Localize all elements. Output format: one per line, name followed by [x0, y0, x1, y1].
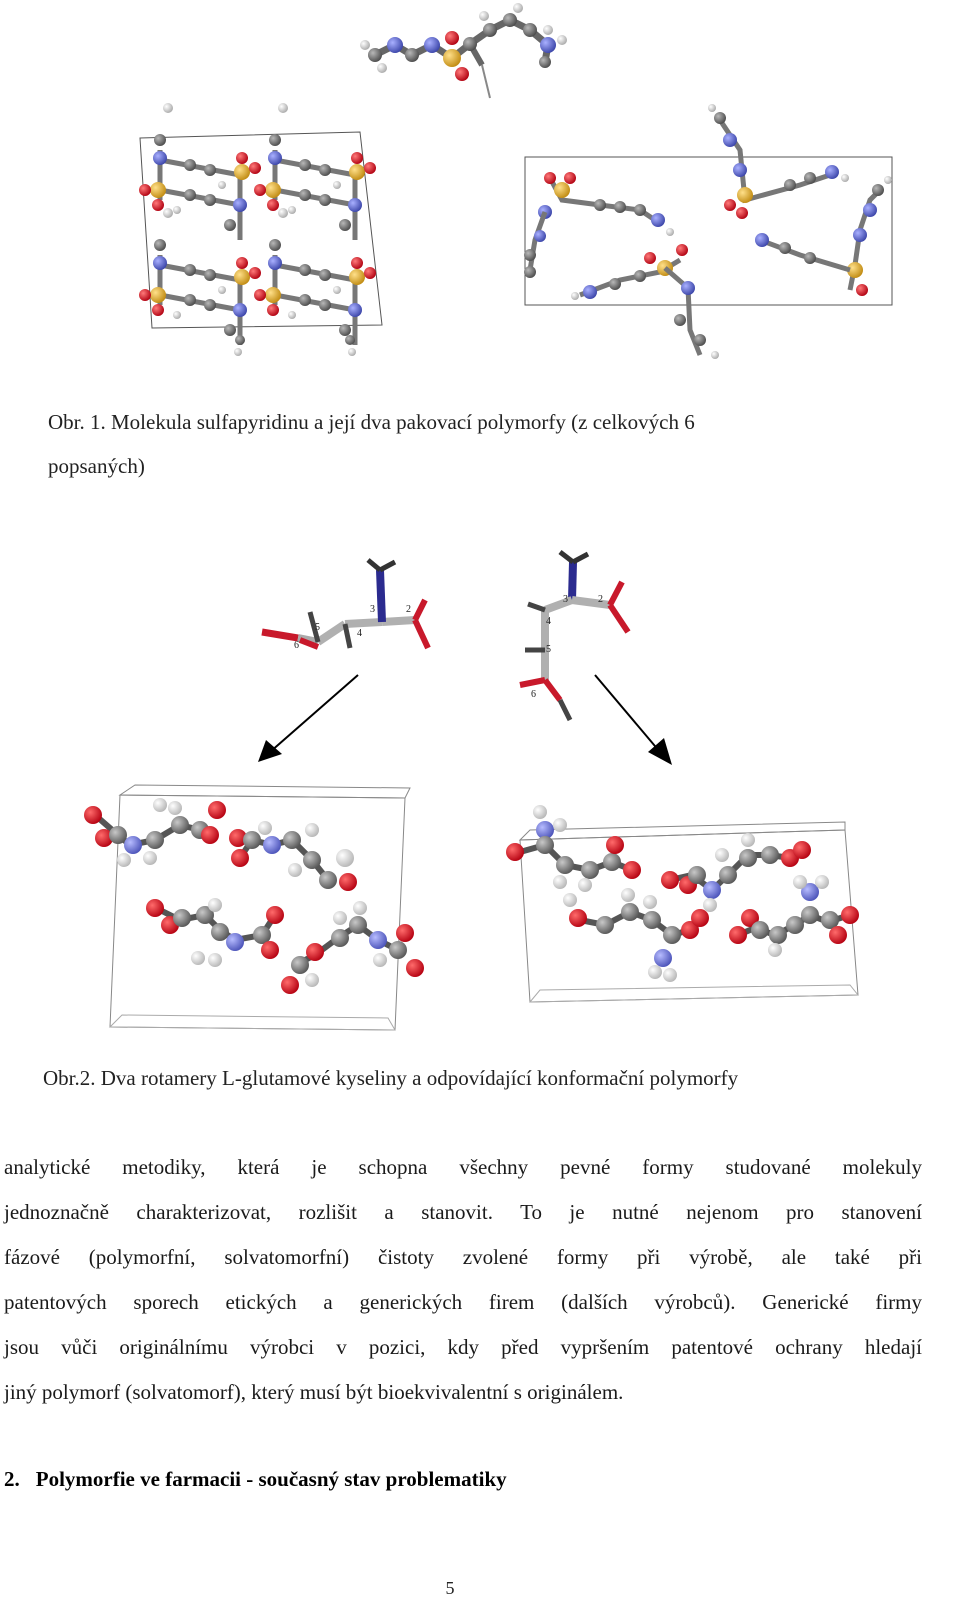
body-paragraph: analytické metodiky, která je schopna vš…: [4, 1145, 922, 1415]
figure-1-caption-line-2: popsaných): [48, 454, 145, 478]
section-number: 2.: [4, 1467, 20, 1491]
polymorph-right-cell: [524, 104, 893, 359]
paragraph-line-1: analytické metodiky, která je schopna vš…: [4, 1155, 922, 1179]
paragraph-line-3: fázové (polymorfní, solvatomorfní) čisto…: [4, 1245, 922, 1269]
rotamer-left: 6 5 4 3 2: [261, 558, 431, 651]
paragraph-line-4: patentových sporech etických a generický…: [4, 1290, 922, 1314]
rotamer-right: 3 2 4 5 6: [519, 550, 631, 722]
figure-1: [0, 0, 960, 380]
atom-label-left-3: 3: [370, 604, 375, 615]
polymorph-left-cell: [139, 103, 383, 356]
atom-label-right-3: 3: [563, 594, 568, 605]
page-number: 5: [445, 1578, 455, 1598]
section-heading: 2. Polymorfie ve farmacii - současný stav…: [4, 1467, 904, 1492]
figure-1-caption-line-1: Obr. 1. Molekula sulfapyridinu a její dv…: [48, 410, 695, 434]
atom-label-right-4: 4: [546, 616, 551, 627]
figure-1-caption: Obr. 1. Molekula sulfapyridinu a její dv…: [48, 400, 908, 488]
figure-2: 6 5 4 3 2 3 2 4 5 6: [0, 540, 960, 1060]
atom-label-left-4: 4: [357, 628, 362, 639]
atom-label-right-5: 5: [546, 644, 551, 655]
arrow-right: [594, 674, 672, 765]
paragraph-line-6: jiný polymorf (solvatomorf), který musí …: [4, 1380, 624, 1404]
atom-label-left-6: 6: [294, 640, 299, 651]
figure-1-image: [0, 3, 893, 359]
paragraph-line-2: jednoznačně charakterizovat, rozlišit a …: [4, 1200, 922, 1224]
sulfapyridine-molecule: [360, 3, 567, 99]
atom-label-left-5: 5: [315, 622, 320, 633]
polymorph-right-crystal: [506, 805, 860, 1003]
polymorph-left-crystal: [84, 784, 424, 1031]
atom-label-right-2: 2: [598, 594, 603, 605]
arrow-left: [258, 674, 359, 762]
section-title: Polymorfie ve farmacii - současný stav p…: [35, 1467, 507, 1491]
paragraph-line-5: jsou vůči originálnímu výrobci v pozici,…: [4, 1335, 922, 1359]
figure-2-image: 6 5 4 3 2 3 2 4 5 6: [84, 550, 860, 1031]
atom-label-left-2: 2: [406, 604, 411, 615]
figure-2-caption: Obr.2. Dva rotamery L-glutamové kyseliny…: [43, 1066, 739, 1090]
atom-label-right-6: 6: [531, 689, 536, 700]
